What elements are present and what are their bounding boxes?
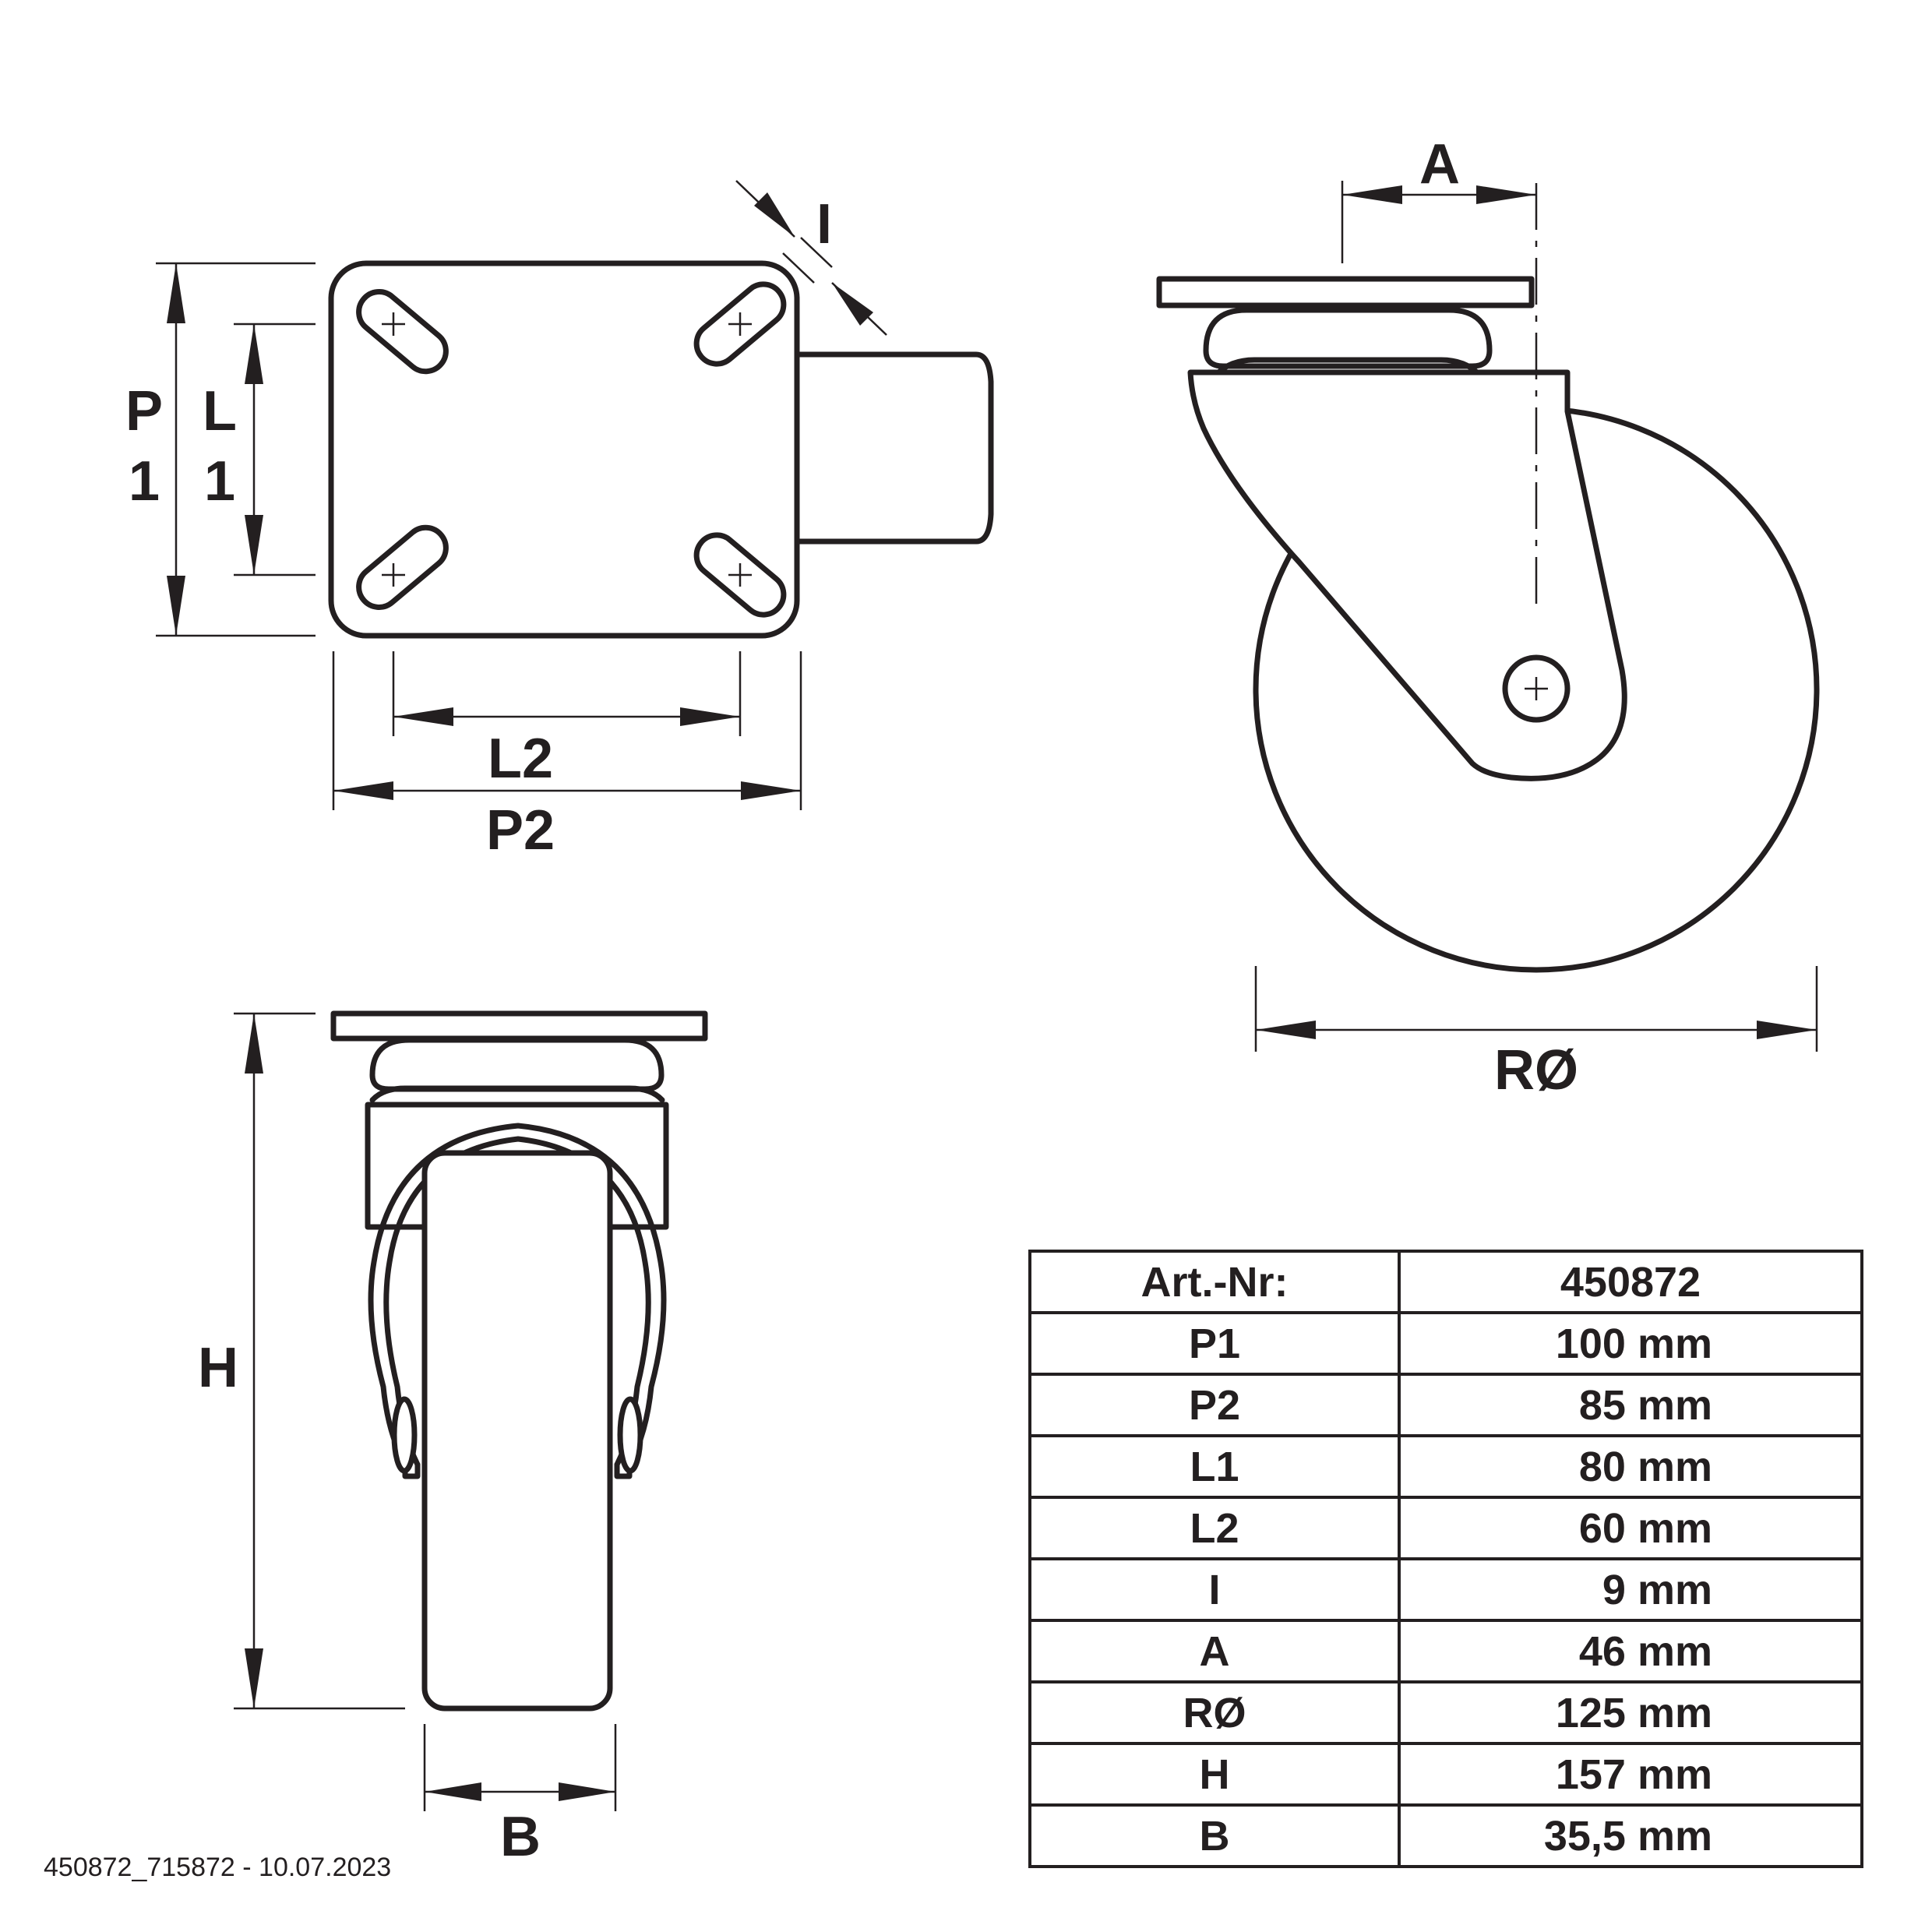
label-wheel-diameter: RØ [1494, 1039, 1578, 1102]
row-label: H [1028, 1742, 1401, 1807]
front-mounting-plate [330, 1010, 708, 1042]
fork [1187, 369, 1627, 781]
dimension-a [1341, 181, 1536, 263]
header-value: 450872 [1398, 1250, 1863, 1314]
dimension-p2 [332, 651, 802, 810]
row-label: P2 [1028, 1373, 1401, 1437]
table-row: I 9 mm [1028, 1557, 1863, 1622]
row-label: A [1028, 1619, 1401, 1683]
row-value: 60 mm [1398, 1496, 1863, 1560]
top-view: P 1 L 1 L2 P2 [125, 180, 994, 862]
top-view-stem [793, 351, 994, 545]
dimension-i [735, 180, 887, 336]
table-row: A 46 mm [1028, 1619, 1863, 1683]
specification-table: Art.-Nr: 450872 P1 100 mm P2 85 mm L1 80… [1028, 1250, 1863, 1868]
row-value: 46 mm [1398, 1619, 1863, 1683]
axle [1502, 654, 1571, 723]
table-row: L1 80 mm [1028, 1434, 1863, 1499]
label-p2: P2 [486, 799, 555, 862]
mounting-slot-bottom-left [356, 524, 449, 610]
front-fork-arc-outer [368, 1123, 667, 1468]
front-view: H B [198, 1010, 708, 1868]
dimension-h [234, 1012, 405, 1710]
front-wheel [421, 1150, 613, 1712]
dimension-l2 [392, 651, 742, 736]
row-label: I [1028, 1557, 1401, 1622]
row-value: 157 mm [1398, 1742, 1863, 1807]
row-label: P1 [1028, 1311, 1401, 1376]
row-label: L2 [1028, 1496, 1401, 1560]
drawing-footer-reference: 450872_715872 - 10.07.2023 [44, 1853, 392, 1882]
dimension-b [423, 1724, 617, 1811]
label-l2: L2 [488, 728, 553, 790]
label-p1-digit: 1 [129, 450, 160, 513]
axle-nut-right [617, 1396, 643, 1474]
dimension-l1 [234, 323, 316, 576]
table-row: P1 100 mm [1028, 1311, 1863, 1376]
dimension-p1 [156, 262, 316, 637]
row-label: B [1028, 1803, 1401, 1868]
mounting-plate [328, 260, 800, 639]
label-b: B [500, 1806, 541, 1868]
swivel-dome [1203, 307, 1493, 369]
row-label: RØ [1028, 1680, 1401, 1745]
row-value: 35,5 mm [1398, 1803, 1863, 1868]
row-value: 9 mm [1398, 1557, 1863, 1622]
row-label: L1 [1028, 1434, 1401, 1499]
label-a: A [1419, 133, 1460, 196]
label-l1-letter: L [203, 380, 237, 442]
mounting-slot-bottom-right [693, 532, 787, 618]
row-value: 85 mm [1398, 1373, 1863, 1437]
front-swivel-ring [369, 1085, 665, 1103]
row-value: 125 mm [1398, 1680, 1863, 1745]
row-value: 80 mm [1398, 1434, 1863, 1499]
table-row: H 157 mm [1028, 1742, 1863, 1807]
mounting-slot-top-left [356, 289, 449, 375]
front-fork-arc-inner [383, 1136, 651, 1468]
mounting-slot-top-right [693, 281, 787, 367]
table-row: L2 60 mm [1028, 1496, 1863, 1560]
dimension-wheel-diameter [1254, 966, 1818, 1052]
table-row: RØ 125 mm [1028, 1680, 1863, 1745]
table-row: B 35,5 mm [1028, 1803, 1863, 1868]
side-view: A RØ [1156, 133, 1820, 1102]
label-i: I [816, 193, 832, 256]
header-label: Art.-Nr: [1028, 1250, 1401, 1314]
front-swivel-dome [369, 1037, 665, 1092]
label-h: H [198, 1337, 238, 1399]
label-l1-digit: 1 [204, 450, 235, 513]
side-mounting-plate [1156, 276, 1535, 308]
label-p1-letter: P [125, 380, 163, 442]
table-row: P2 85 mm [1028, 1373, 1863, 1437]
row-value: 100 mm [1398, 1311, 1863, 1376]
axle-nut-left [391, 1396, 418, 1474]
table-header-row: Art.-Nr: 450872 [1028, 1250, 1863, 1314]
swivel-ring [1214, 357, 1482, 377]
